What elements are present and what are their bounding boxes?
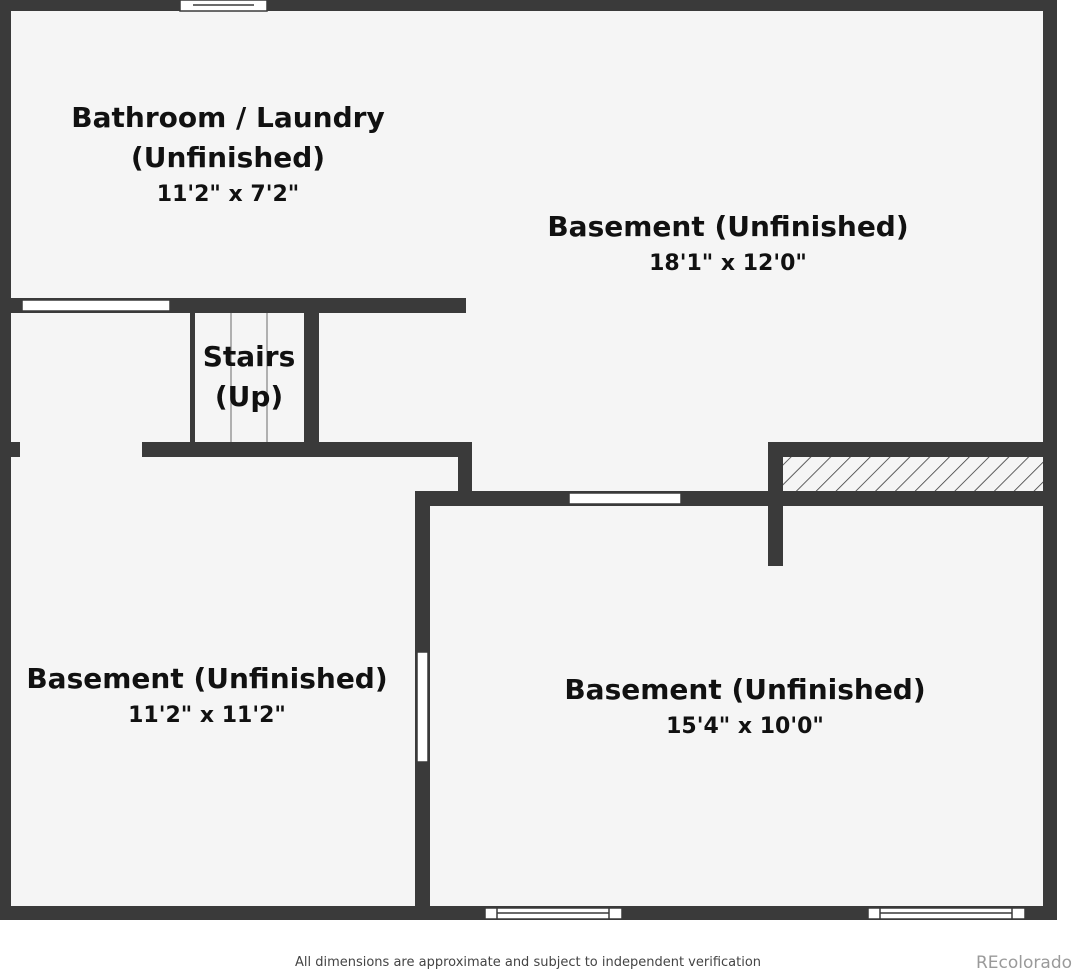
exterior-walls xyxy=(0,0,1057,920)
north-wall xyxy=(0,0,1057,11)
room-label-stairs: Stairs (Up) xyxy=(199,337,299,417)
closet-west-wall xyxy=(768,442,783,506)
room-name: Stairs xyxy=(202,340,296,373)
window-southeast-west xyxy=(416,651,429,763)
dimensions-disclaimer: All dimensions are approximate and subje… xyxy=(294,955,762,970)
window-south-right xyxy=(867,907,1026,920)
windows xyxy=(21,0,1026,920)
room-label-basement-southwest: Basement (Unfinished) 11'2" x 11'2" xyxy=(13,659,401,733)
window-bathroom-wall xyxy=(21,299,171,312)
stairs-east-wall xyxy=(304,300,319,455)
room-dimensions: 11'2" x 11'2" xyxy=(128,703,286,728)
room-dimensions: 18'1" x 12'0" xyxy=(649,251,807,276)
window-north xyxy=(179,0,268,12)
window-south-left xyxy=(484,907,623,920)
room-dimensions: 15'4" x 10'0" xyxy=(666,714,824,739)
room-name: Basement (Unfinished) xyxy=(26,662,388,695)
room-name: (Unfinished) xyxy=(130,141,326,174)
stairs-west-wall xyxy=(190,300,195,455)
closet-north-wall xyxy=(768,442,1057,457)
east-wall xyxy=(1043,0,1057,920)
room-name: Basement (Unfinished) xyxy=(547,210,909,243)
stub-wall-west xyxy=(0,442,20,457)
room-name: (Up) xyxy=(214,380,284,413)
room-name: Basement (Unfinished) xyxy=(564,673,926,706)
hatched-closet xyxy=(783,457,1043,491)
stairs-south-wall xyxy=(142,442,472,457)
southeast-room-north-wall xyxy=(415,491,1057,506)
wall-stub-south xyxy=(768,500,783,566)
room-dimensions: 11'2" x 7'2" xyxy=(156,182,300,207)
watermark-logo: REcolorado xyxy=(976,953,1073,973)
jog-wall-vertical xyxy=(458,442,472,504)
room-label-basement-north: Basement (Unfinished) 18'1" x 12'0" xyxy=(508,207,948,281)
west-wall xyxy=(0,0,11,920)
window-southeast-north xyxy=(568,492,682,505)
room-name: Bathroom / Laundry xyxy=(71,101,385,134)
stair-treads xyxy=(230,313,268,442)
room-label-basement-southeast: Basement (Unfinished) 15'4" x 10'0" xyxy=(525,670,965,744)
room-label-bathroom-laundry: Bathroom / Laundry (Unfinished) 11'2" x … xyxy=(28,98,428,212)
